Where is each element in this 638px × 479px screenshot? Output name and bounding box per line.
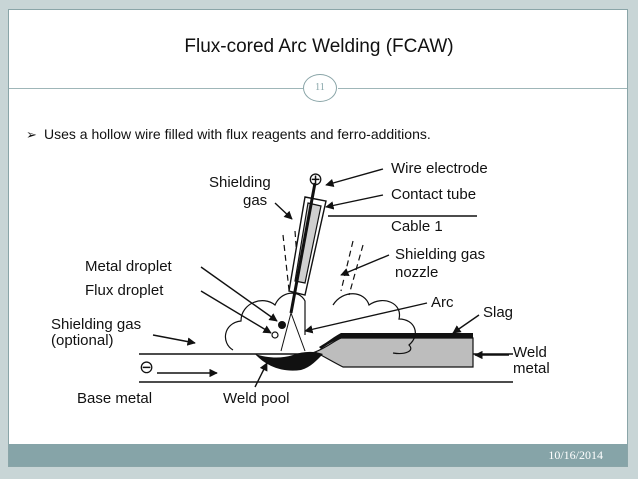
negative-terminal-icon: ⊖ — [139, 357, 155, 377]
label-weld-pool: Weld pool — [223, 390, 290, 407]
arrow-bullet-icon: ➢ — [26, 128, 37, 143]
label-shielding-gas-nozzle-1: Shielding gas — [395, 246, 486, 263]
label-shielding-gas-optional-2: (optional) — [51, 332, 114, 349]
label-slag: Slag — [483, 304, 514, 321]
label-arc: Arc — [431, 294, 454, 311]
label-shielding-gas-top-2: gas — [243, 192, 268, 209]
title-divider-right — [338, 88, 627, 89]
metal-droplet — [278, 321, 286, 329]
label-base-metal: Base metal — [77, 390, 153, 407]
weld-metal-bead — [313, 337, 474, 368]
label-weld-metal-2: metal — [513, 360, 550, 377]
weld-pool — [255, 351, 323, 371]
slag-layer — [319, 333, 473, 349]
label-contact-tube: Contact tube — [391, 186, 477, 203]
title-divider-left — [9, 88, 303, 89]
bullet-item: ➢ Uses a hollow wire filled with flux rea… — [26, 126, 431, 143]
label-metal-droplet: Metal droplet — [85, 258, 172, 275]
shielding-gas-cloud-right — [332, 293, 416, 355]
bullet-text: Uses a hollow wire filled with flux reag… — [44, 126, 431, 142]
footer-date: 10/16/2014 — [548, 448, 603, 462]
slide-title: Flux-cored Arc Welding (FCAW) — [184, 36, 454, 57]
label-weld-metal-1: Weld — [513, 344, 547, 361]
arc — [280, 312, 306, 352]
wire-electrode — [289, 182, 317, 314]
footer-band: 10/16/2014 — [9, 444, 627, 466]
fcaw-diagram: ⊕ ⊖ Wire electrode Contact tube Cable 1 … — [43, 155, 564, 419]
positive-terminal-icon: ⊕ — [308, 169, 324, 189]
label-flux-droplet: Flux droplet — [85, 282, 164, 299]
label-shielding-gas-top-1: Shielding — [209, 174, 271, 191]
label-shielding-gas-optional-1: Shielding gas — [51, 316, 142, 333]
label-wire-electrode: Wire electrode — [391, 160, 488, 177]
fcaw-diagram-drawing — [139, 168, 513, 388]
label-shielding-gas-nozzle-2: nozzle — [395, 264, 439, 281]
label-cable: Cable 1 — [391, 218, 443, 235]
page-number-badge: 11 — [303, 74, 337, 102]
flux-droplet — [271, 331, 279, 339]
page-number: 11 — [315, 82, 325, 93]
